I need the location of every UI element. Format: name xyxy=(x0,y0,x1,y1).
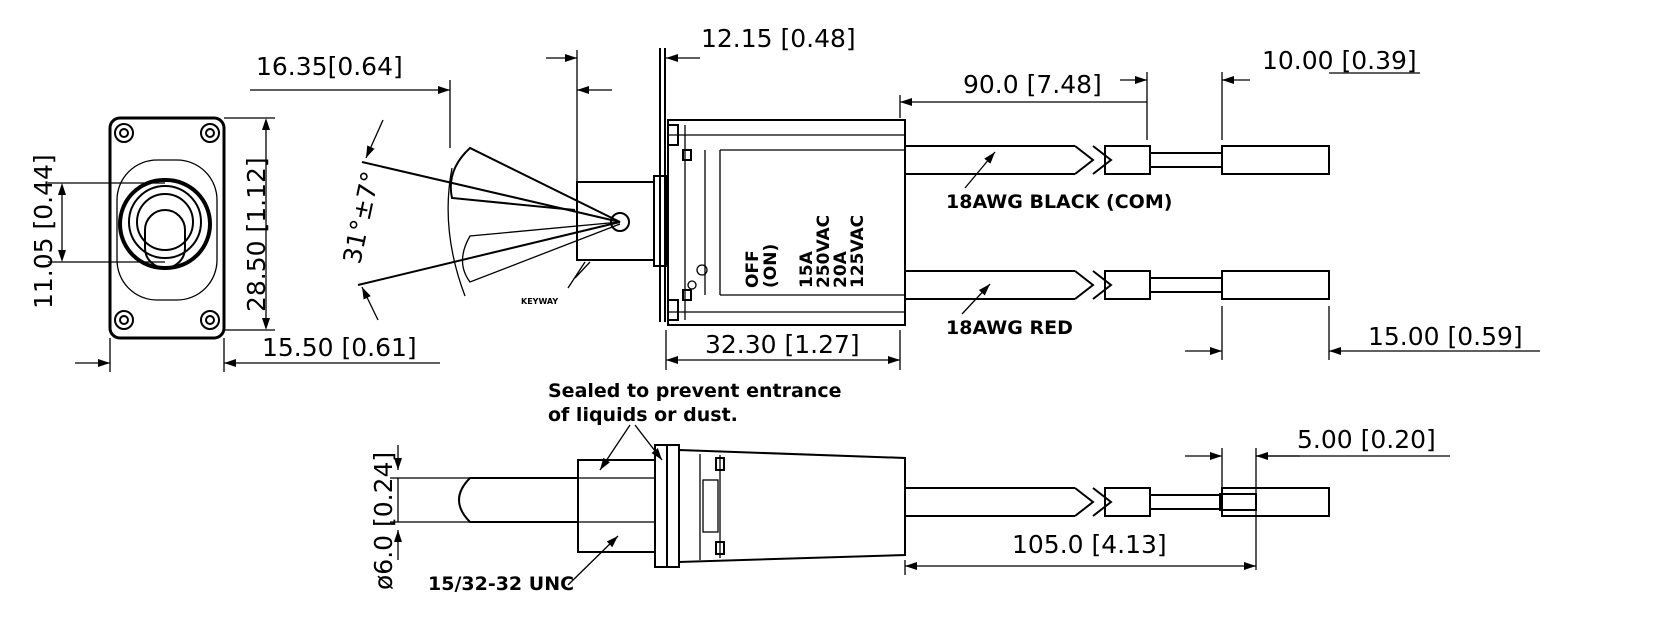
sealed-note-line-2: of liquids or dust. xyxy=(548,404,738,426)
wires-top xyxy=(905,145,1330,315)
dim-lever-width: 16.35[0.64] xyxy=(256,52,403,81)
dim-bezel-height: 28.50 [1.12] xyxy=(242,157,271,312)
bottom-view xyxy=(390,424,1450,586)
dim-bezel-width: 15.50 [0.61] xyxy=(262,333,417,362)
thread-label: 15/32-32 UNC xyxy=(428,573,574,595)
dim-cable-length-bottom: 105.0 [4.13] xyxy=(1012,530,1167,559)
front-view xyxy=(108,116,226,340)
rating-20a: 20A xyxy=(831,250,851,288)
side-view-body xyxy=(667,119,906,326)
rating-15a: 15A xyxy=(797,250,817,288)
front-view-dimensions xyxy=(48,117,440,372)
rating-125vac: 125VAC xyxy=(848,215,868,288)
dim-cable-length-top: 90.0 [7.48] xyxy=(963,70,1102,99)
dim-terminal-mid: 15.00 [0.59] xyxy=(1368,322,1523,351)
dim-body-length: 32.30 [1.27] xyxy=(705,330,860,359)
wire-black-label: 18AWG BLACK (COM) xyxy=(946,191,1172,213)
dim-bushing-dia: 11.05 [0.44] xyxy=(29,154,58,309)
side-view-lever xyxy=(357,119,630,321)
side-view-dimensions xyxy=(250,54,1540,370)
dim-terminal-bottom: 5.00 [0.20] xyxy=(1297,425,1436,454)
side-view-collar xyxy=(576,48,667,322)
dim-collar-width: 12.15 [0.48] xyxy=(701,24,856,53)
wire-red-label: 18AWG RED xyxy=(946,317,1073,339)
body-on-label: (ON) xyxy=(761,244,781,288)
dimension-labels: 16.35[0.64] 12.15 [0.48] 90.0 [7.48] 10.… xyxy=(29,24,1523,590)
sealed-note-line-1: Sealed to prevent entrance xyxy=(548,380,841,402)
body-off-label: OFF xyxy=(743,250,763,288)
dim-terminal-top: 10.00 [0.39] xyxy=(1262,46,1417,75)
rating-250vac: 250VAC xyxy=(814,215,834,288)
dim-shaft-dia: ø6.0 [0.24] xyxy=(369,452,398,590)
dim-angle: 31°±7° xyxy=(338,169,386,267)
keyway-label: KEYWAY xyxy=(521,297,558,306)
part-labels: KEYWAY 18AWG BLACK (COM) 18AWG RED Seale… xyxy=(428,191,1172,595)
